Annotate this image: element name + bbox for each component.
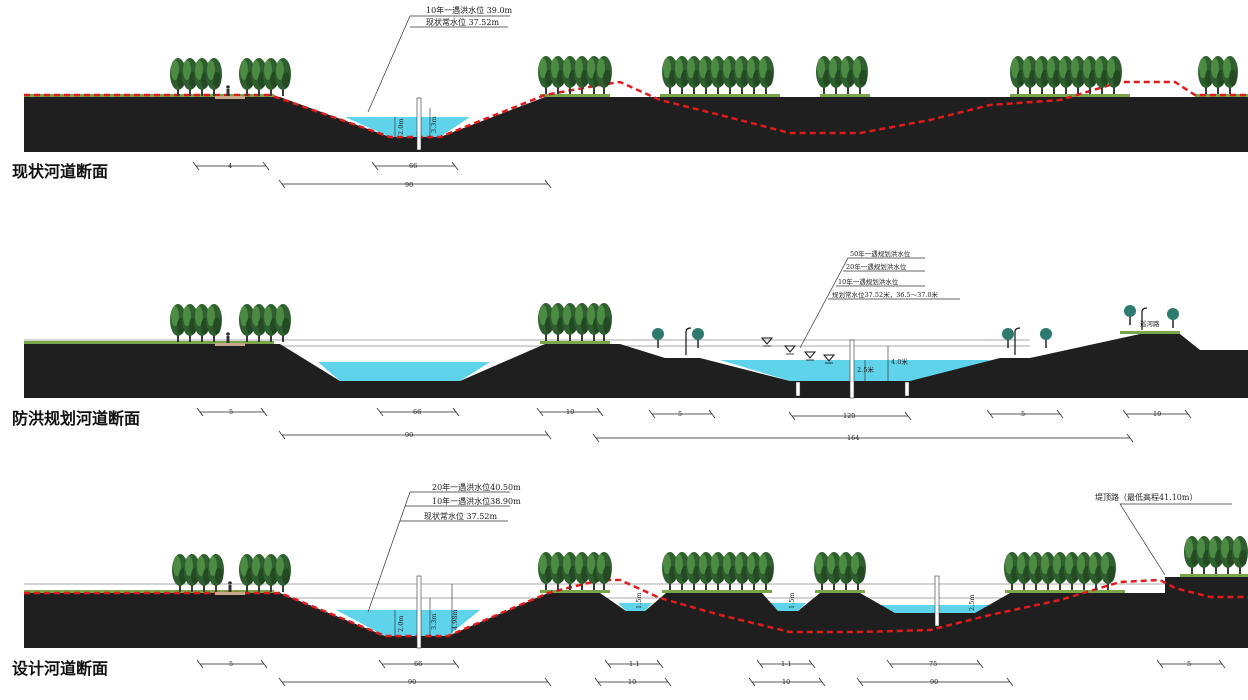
ground-profile [24, 577, 1248, 648]
depth-label: 1.5m [635, 592, 643, 609]
annotation-normal-level: 现状常水位 37.52m [424, 511, 497, 521]
section-design: 2.0m 3.3m 4.98m 1.5m 1.5m 2.5m 20年一遇洪水位4… [12, 482, 1248, 687]
existing-profile-line [24, 80, 1248, 139]
annotation-flood-10yr: 10年一遇洪水位38.90m [432, 496, 521, 506]
depth-label: 4.98m [451, 609, 459, 630]
ground-profile [24, 97, 1248, 152]
dimension-label: 5 [678, 410, 682, 418]
dimension-lines [192, 161, 552, 189]
annotation-normal-level: 现状常水位 37.52m [426, 17, 499, 27]
dimension-label: 1-1 [629, 660, 639, 668]
dimension-label: 10 [782, 678, 790, 686]
depth-label: 3.3m [430, 116, 438, 133]
dimension-label: 5 [229, 408, 233, 416]
dimension-label: 66 [414, 660, 422, 668]
dimension-label: 10 [1153, 410, 1161, 418]
dimension-label: 66 [413, 408, 421, 416]
water-body [336, 610, 480, 636]
annotation-flood-10yr: 10年一遇洪水位 39.0m [426, 5, 513, 15]
depth-label: 2.5米 [857, 365, 874, 374]
dimension-lines [196, 407, 1192, 443]
section-existing: 10年一遇洪水位 39.0m 现状常水位 37.52m 2.0m 3.3m 现状… [12, 5, 1248, 189]
dimension-label: 5 [1021, 410, 1025, 418]
dimension-label: 66 [409, 162, 417, 170]
water-body [618, 603, 652, 611]
road-label: 巡河路 [1140, 319, 1160, 328]
annotation-flood-50yr: 50年一遇规划洪水位 [850, 249, 911, 258]
dimension-label: 1-1 [781, 660, 791, 668]
annotation-normal-level: 规划常水位37.52米，36.5～37.0米 [832, 290, 939, 299]
dimension-label: 90 [405, 181, 413, 189]
tree-group [170, 56, 1238, 96]
section-planned: 巡河路 2.5米 4.0米 50年一遇规划洪水位 20年一遇规划洪水位 10年一… [12, 249, 1248, 443]
tree-group [172, 536, 1248, 592]
dimension-label: 164 [847, 434, 859, 442]
dimension-label: 75 [929, 660, 937, 668]
tree-group [170, 303, 1179, 348]
water-body [345, 117, 470, 137]
depth-label: 2.0m [397, 118, 405, 135]
existing-profile-line [24, 578, 1248, 638]
dimension-label: 10 [566, 408, 574, 416]
dimension-label: 5 [229, 660, 233, 668]
annotation-flood-20yr: 20年一遇规划洪水位 [846, 262, 907, 271]
dimension-label: 5 [1187, 660, 1191, 668]
section-title: 设计河道断面 [12, 659, 108, 678]
section-title: 现状河道断面 [12, 162, 108, 181]
annotation-dike-road: 堤顶路（最低高程41.10m） [1095, 492, 1198, 502]
depth-label: 2.5m [968, 594, 976, 611]
ground-profile [24, 334, 1248, 398]
dimension-label: 10 [628, 678, 636, 686]
dimension-label: 90 [408, 678, 416, 686]
water-body [720, 360, 990, 381]
water-body [770, 603, 806, 611]
depth-label: 1.5m [788, 592, 796, 609]
dimension-lines [196, 659, 1226, 687]
annotation-flood-20yr: 20年一遇洪水位40.50m [432, 482, 521, 492]
water-body [318, 362, 490, 381]
dimension-label: 90 [930, 678, 938, 686]
dimension-label: 90 [405, 431, 413, 439]
depth-label: 3.3m [430, 613, 438, 630]
annotation-flood-10yr: 10年一遇规划洪水位 [838, 277, 899, 286]
dimension-label: 120 [843, 412, 855, 420]
depth-label: 4.0米 [891, 357, 908, 366]
depth-label: 2.0m [397, 615, 405, 632]
section-title: 防洪规划河道断面 [12, 409, 140, 428]
dimension-label: 4 [228, 162, 232, 170]
